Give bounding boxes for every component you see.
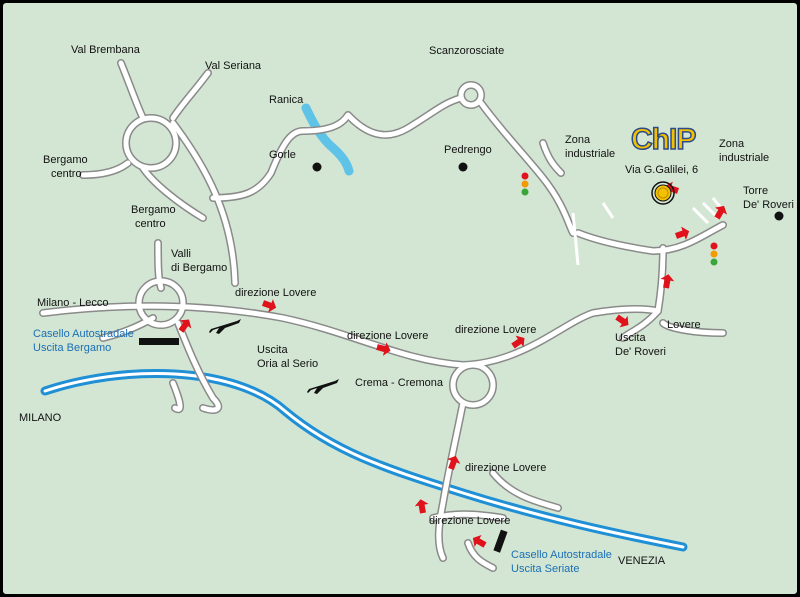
label-direzione-lovere-4: direzione Lovere [465, 462, 546, 474]
label-bergamo-centro-2b: centro [135, 218, 166, 230]
label-uscita-oria: Uscita [257, 344, 288, 356]
town-dot-icon [458, 162, 468, 172]
direction-arrow-icon [511, 335, 525, 349]
traffic-light-icon [521, 172, 529, 196]
label-crema-cremona: Crema - Cremona [355, 377, 444, 389]
direction-arrow-icon [660, 274, 675, 289]
label-bergamo-centro-2: Bergamo [131, 204, 176, 216]
direction-arrow-icon [674, 226, 690, 240]
town-dot-icon [774, 211, 784, 221]
roads-fill [40, 60, 726, 571]
label-val-brembana: Val Brembana [71, 44, 141, 56]
label-casello-bergamo-b: Uscita Bergamo [33, 342, 111, 354]
label-venezia: VENEZIA [618, 555, 666, 567]
label-val-seriana: Val Seriana [205, 60, 262, 72]
label-bergamo-centro-1b: centro [51, 168, 82, 180]
direction-arrow-icon [414, 499, 429, 514]
direction-arrow-icon [376, 342, 391, 356]
label-direzione-lovere-5: direzione Lovere [429, 515, 510, 527]
label-zona-industriale-2b: industriale [719, 152, 769, 164]
label-valli-b: di Bergamo [171, 262, 227, 274]
label-gorle: Gorle [269, 149, 296, 161]
airplane-icon [307, 379, 339, 394]
label-uscita-deroveri-b: De' Roveri [615, 346, 666, 358]
direction-arrow-icon [261, 299, 277, 313]
label-casello-seriate-b: Uscita Seriate [511, 563, 579, 575]
direction-arrow-icon [615, 314, 629, 328]
label-zona-industriale-1b: industriale [565, 148, 615, 160]
label-lovere: Lovere [667, 319, 701, 331]
toll-booth-icon [493, 529, 508, 553]
label-uscita-deroveri: Uscita [615, 332, 646, 344]
river [301, 103, 354, 176]
label-scanzorosciate: Scanzorosciate [429, 45, 504, 57]
traffic-light-icon [710, 242, 718, 266]
label-direzione-lovere-3: direzione Lovere [455, 324, 536, 336]
direction-arrow-icon [714, 205, 728, 220]
motorway-a4 [40, 369, 688, 552]
label-direzione-lovere-2: direzione Lovere [347, 330, 428, 342]
destination-target-icon [651, 181, 675, 205]
address-label: Via G.Galilei, 6 [625, 164, 698, 176]
airplane-icon [209, 319, 241, 334]
label-uscita-oria-b: Oria al Serio [257, 358, 318, 370]
direction-arrow-icon [447, 455, 461, 471]
label-torre-b: De' Roveri [743, 199, 794, 211]
label-zona-industriale-2: Zona [719, 138, 745, 150]
direction-arrow-icon [472, 534, 487, 548]
label-zona-industriale-1: Zona [565, 134, 591, 146]
label-torre: Torre [743, 185, 768, 197]
label-casello-bergamo: Casello Autostradale [33, 328, 134, 340]
label-casello-seriate: Casello Autostradale [511, 549, 612, 561]
label-pedrengo: Pedrengo [444, 144, 492, 156]
direction-arrow-icon [178, 319, 192, 333]
industrial-streets [571, 197, 727, 266]
town-dot-icon [312, 162, 322, 172]
label-valli: Valli [171, 248, 191, 260]
label-ranica: Ranica [269, 94, 304, 106]
label-direzione-lovere-1: direzione Lovere [235, 287, 316, 299]
label-milano-lecco: Milano - Lecco [37, 297, 109, 309]
label-milano: MILANO [19, 412, 62, 424]
label-bergamo-centro-1: Bergamo [43, 154, 88, 166]
toll-booth-icon [139, 338, 179, 345]
route-map: ChIP Via G.Galilei, 6 Val Brembana Val S… [19, 44, 794, 575]
company-logo: ChIP [631, 123, 695, 156]
